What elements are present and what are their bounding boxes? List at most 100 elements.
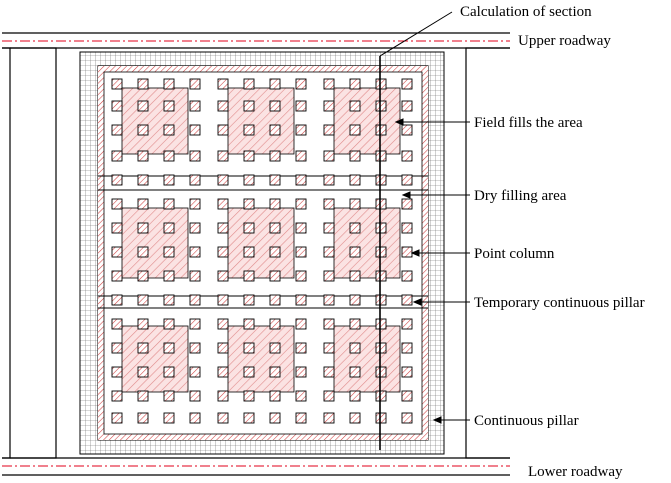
point-column <box>189 222 201 234</box>
point-column <box>217 198 229 210</box>
point-column <box>401 390 413 402</box>
point-column <box>111 150 123 162</box>
fill-area-2-1 <box>227 325 295 393</box>
point-column <box>189 366 201 378</box>
point-column <box>163 294 175 306</box>
point-column <box>375 100 387 112</box>
point-column <box>189 318 201 330</box>
point-column <box>295 198 307 210</box>
point-column <box>137 318 149 330</box>
point-column <box>401 366 413 378</box>
point-column <box>323 198 335 210</box>
point-column <box>243 124 255 136</box>
point-column <box>295 222 307 234</box>
point-column <box>375 246 387 258</box>
point-column <box>243 390 255 402</box>
point-column <box>163 246 175 258</box>
point-column <box>375 78 387 90</box>
point-column <box>243 198 255 210</box>
point-column <box>295 246 307 258</box>
point-column <box>111 294 123 306</box>
point-column <box>295 390 307 402</box>
point-column <box>111 124 123 136</box>
point-column <box>349 412 361 424</box>
point-column <box>269 222 281 234</box>
point-column <box>137 150 149 162</box>
point-column <box>217 270 229 282</box>
fill-area-2-2 <box>333 325 401 393</box>
point-column <box>137 100 149 112</box>
point-column <box>111 342 123 354</box>
point-column <box>349 294 361 306</box>
point-column <box>323 270 335 282</box>
point-column <box>375 366 387 378</box>
label-temporary-pillar: Temporary continuous pillar <box>474 295 645 311</box>
point-column <box>189 78 201 90</box>
point-column <box>401 294 413 306</box>
label-upper-roadway: Upper roadway <box>518 33 611 49</box>
point-column <box>269 150 281 162</box>
point-column <box>243 342 255 354</box>
point-column <box>217 78 229 90</box>
point-columns <box>111 78 413 424</box>
point-column <box>401 150 413 162</box>
point-column <box>189 246 201 258</box>
point-column <box>217 318 229 330</box>
point-column <box>349 100 361 112</box>
point-column <box>349 124 361 136</box>
field-fill-areas <box>121 87 401 393</box>
point-column <box>401 174 413 186</box>
point-column <box>269 366 281 378</box>
calculation-section-line <box>379 11 453 450</box>
point-column <box>323 366 335 378</box>
fill-area-0-1 <box>227 87 295 155</box>
fill-area-1-2 <box>333 207 401 279</box>
point-column <box>137 78 149 90</box>
point-column <box>323 78 335 90</box>
point-column <box>243 100 255 112</box>
point-column <box>401 100 413 112</box>
point-column <box>111 78 123 90</box>
point-column <box>269 412 281 424</box>
point-column <box>375 174 387 186</box>
point-column <box>295 150 307 162</box>
point-column <box>163 198 175 210</box>
point-column <box>189 390 201 402</box>
point-column <box>401 342 413 354</box>
point-column <box>375 270 387 282</box>
point-column <box>189 342 201 354</box>
point-column <box>401 222 413 234</box>
point-column <box>137 390 149 402</box>
point-column <box>375 412 387 424</box>
point-column <box>137 246 149 258</box>
point-column <box>243 174 255 186</box>
point-column <box>217 150 229 162</box>
point-column <box>269 100 281 112</box>
point-column <box>163 412 175 424</box>
point-column <box>323 150 335 162</box>
point-column <box>163 270 175 282</box>
zone-separators <box>98 175 428 309</box>
point-column <box>375 124 387 136</box>
point-column <box>349 222 361 234</box>
point-column <box>323 124 335 136</box>
point-column <box>243 222 255 234</box>
fill-area-0-2 <box>333 87 401 155</box>
point-column <box>295 124 307 136</box>
point-column <box>349 198 361 210</box>
label-dry-filling: Dry filling area <box>474 188 567 204</box>
point-column <box>269 124 281 136</box>
point-column <box>375 150 387 162</box>
point-column <box>375 222 387 234</box>
point-column <box>349 78 361 90</box>
point-column <box>323 318 335 330</box>
point-column <box>269 318 281 330</box>
point-column <box>217 342 229 354</box>
point-column <box>137 366 149 378</box>
point-column <box>269 270 281 282</box>
point-column <box>295 270 307 282</box>
point-column <box>401 124 413 136</box>
point-column <box>323 294 335 306</box>
point-column <box>137 270 149 282</box>
